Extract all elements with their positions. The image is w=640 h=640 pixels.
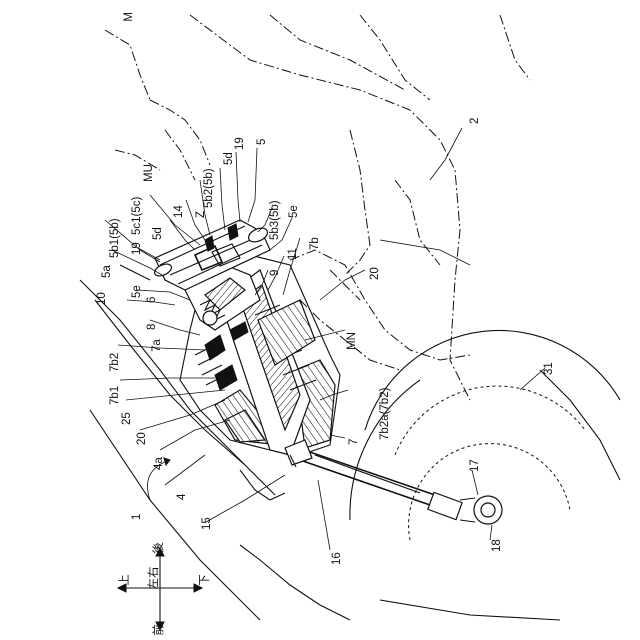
label-4: 4 bbox=[176, 493, 188, 500]
label-7b2a: 7b2a(7b2) bbox=[379, 387, 391, 440]
label-4a: 4a bbox=[153, 457, 165, 470]
label-MU: MU bbox=[143, 164, 155, 182]
label-18: 18 bbox=[491, 539, 503, 552]
label-19b: 19 bbox=[131, 242, 143, 255]
label-MN: MN bbox=[346, 332, 358, 350]
label-5b1: 5b1(5b) bbox=[109, 218, 121, 258]
label-2: 2 bbox=[469, 118, 481, 124]
orientation-down: 下 bbox=[199, 574, 211, 586]
label-5a: 5a bbox=[101, 265, 113, 278]
orientation-up: 上 bbox=[118, 574, 131, 586]
label-16: 16 bbox=[331, 552, 343, 565]
front-wheel bbox=[350, 330, 620, 620]
leader-lines bbox=[105, 128, 545, 550]
label-7a: 7a bbox=[151, 339, 163, 352]
label-9: 9 bbox=[269, 270, 281, 276]
hub-sensor bbox=[428, 492, 502, 524]
label-1: 1 bbox=[131, 514, 143, 520]
label-5e: 5e bbox=[131, 285, 143, 298]
label-5: 5 bbox=[256, 139, 268, 145]
orientation-rear: 後 bbox=[151, 542, 165, 554]
orientation-left-right: 左右 bbox=[146, 567, 160, 590]
label-M: M bbox=[123, 12, 135, 22]
label-20b: 20 bbox=[136, 432, 148, 445]
label-Z: Z bbox=[195, 211, 207, 218]
label-5c1: 5c1(5c) bbox=[131, 196, 143, 235]
label-17: 17 bbox=[469, 459, 481, 472]
label-7b2: 7b2 bbox=[109, 353, 121, 372]
label-6: 6 bbox=[146, 297, 158, 303]
orientation-front: 前 bbox=[151, 624, 165, 636]
label-7: 7 bbox=[348, 439, 360, 445]
label-31: 31 bbox=[543, 362, 555, 375]
label-15: 15 bbox=[201, 517, 213, 530]
actuator-body bbox=[180, 255, 340, 467]
label-5b2: 5b2(5b) bbox=[203, 168, 215, 208]
label-5d: 5d bbox=[152, 227, 164, 240]
label-19a: 19 bbox=[234, 137, 246, 150]
label-7b1: 7b1 bbox=[109, 386, 121, 405]
label-11: 11 bbox=[287, 248, 299, 260]
rod-16 bbox=[300, 450, 435, 505]
label-20a: 20 bbox=[369, 267, 381, 280]
label-25: 25 bbox=[121, 412, 133, 425]
label-7b: 7b bbox=[309, 237, 321, 250]
rider-outline bbox=[105, 15, 530, 400]
label-10: 10 bbox=[96, 292, 108, 305]
label-8: 8 bbox=[146, 324, 158, 330]
label-5e-top: 5e bbox=[288, 205, 300, 218]
label-5d-top: 5d bbox=[223, 152, 235, 165]
reference-labels: M MU MN 2 5 19 5d 5b2(5b) Z 14 5c1(5c) 5… bbox=[96, 12, 555, 565]
label-14: 14 bbox=[173, 205, 185, 218]
label-5b3: 5b3(5b) bbox=[269, 200, 281, 240]
